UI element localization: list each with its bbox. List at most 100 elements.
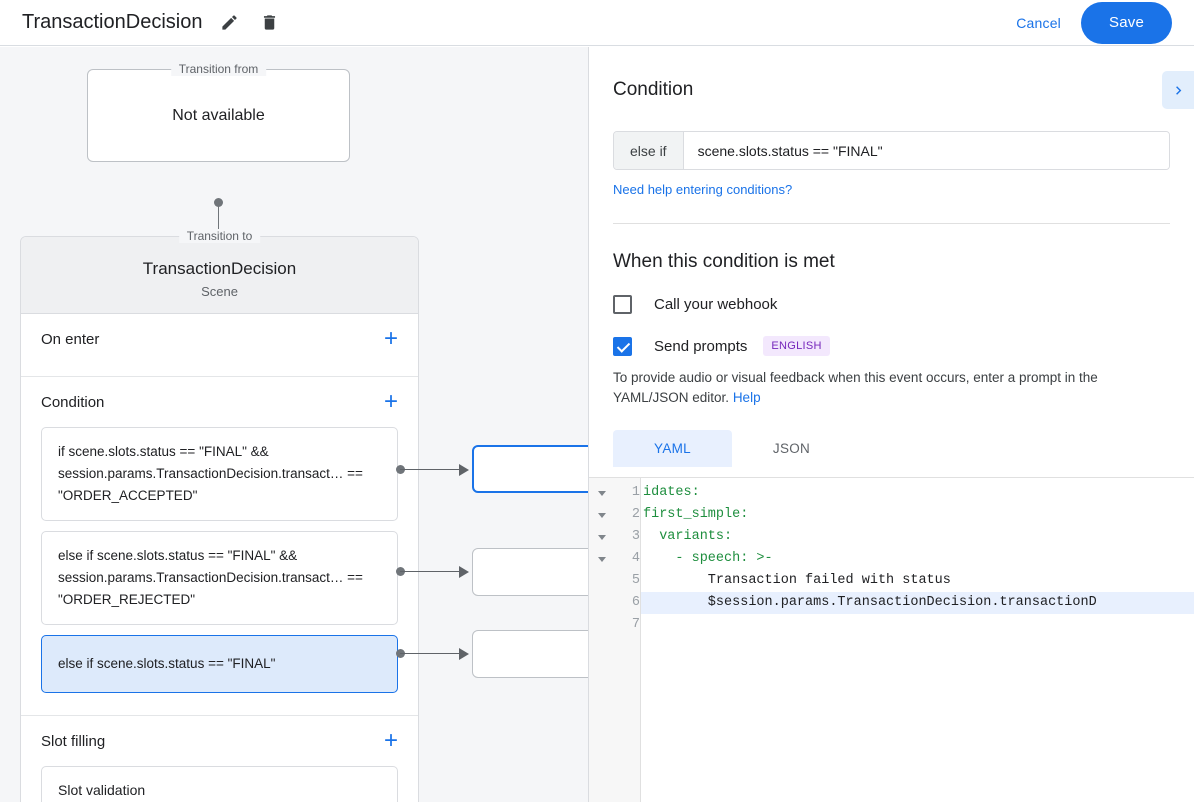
- condition-3-connector-line: [400, 653, 462, 654]
- prompts-help-link[interactable]: Help: [732, 390, 761, 405]
- prompts-description: To provide audio or visual feedback when…: [613, 368, 1170, 408]
- condition-1-target-box[interactable]: [472, 445, 588, 493]
- line-number: 6: [631, 595, 640, 610]
- send-prompts-row: Send prompts ENGLISH: [613, 336, 1170, 356]
- code-line: idates:: [641, 482, 1194, 504]
- condition-field[interactable]: else if: [613, 131, 1170, 170]
- webhook-row: Call your webhook: [613, 295, 1170, 314]
- slot-validation-item[interactable]: Slot validation: [41, 766, 398, 802]
- tab-yaml[interactable]: YAML: [613, 430, 732, 467]
- send-prompts-label: Send prompts: [654, 337, 748, 355]
- fold-toggle[interactable]: [589, 482, 615, 504]
- code-token-punct: :: [691, 485, 700, 500]
- code-editor[interactable]: 1 2 3 4 5 6 7 idates:first_simple: varia…: [589, 477, 1194, 802]
- condition-list-item[interactable]: if scene.slots.status == "FINAL" && sess…: [41, 427, 398, 521]
- chevron-down-icon: [598, 556, 606, 562]
- app-header: TransactionDecision Cancel Save: [0, 0, 1194, 46]
- chevron-right-icon[interactable]: [1162, 71, 1194, 109]
- line-number: 1: [631, 485, 640, 500]
- send-prompts-checkbox[interactable]: [613, 336, 632, 356]
- fold-gutter: [589, 478, 615, 802]
- code-token-punct: :: [724, 529, 733, 544]
- fold-spacer: [589, 592, 615, 614]
- code-token-text: $session.params.TransactionDecision.tran…: [643, 595, 1097, 610]
- section-slot-filling-head: Slot filling +: [21, 716, 418, 766]
- code-line: - speech: >-: [641, 548, 1194, 570]
- condition-list-item-selected[interactable]: else if scene.slots.status == "FINAL": [41, 635, 398, 693]
- condition-detail-panel: Condition else if Need help entering con…: [589, 47, 1194, 802]
- scene-card: Transition to TransactionDecision Scene …: [20, 229, 419, 802]
- prompts-description-text: To provide audio or visual feedback when…: [613, 370, 1098, 405]
- section-slot-filling: Slot filling + Slot validation: [21, 716, 418, 802]
- transition-to-legend: Transition to: [178, 229, 261, 243]
- call-webhook-checkbox[interactable]: [613, 295, 632, 314]
- cancel-button[interactable]: Cancel: [1004, 7, 1073, 39]
- pencil-icon[interactable]: [216, 10, 242, 36]
- section-slot-filling-title: Slot filling: [41, 732, 106, 750]
- code-line: first_simple:: [641, 504, 1194, 526]
- section-on-enter-head: On enter +: [21, 314, 418, 364]
- tab-json[interactable]: JSON: [772, 441, 811, 456]
- condition-1-connector-arrow: [459, 464, 469, 476]
- trash-icon[interactable]: [256, 10, 282, 36]
- condition-2-connector-arrow: [459, 566, 469, 578]
- fold-spacer: [589, 570, 615, 592]
- condition-help-link[interactable]: Need help entering conditions?: [613, 182, 793, 197]
- section-condition-head: Condition +: [21, 377, 418, 427]
- call-webhook-label: Call your webhook: [654, 296, 778, 313]
- when-condition-met-section: When this condition is met Call your web…: [589, 224, 1194, 467]
- scene-card-type: Scene: [201, 284, 238, 299]
- code-text-area[interactable]: idates:first_simple: variants: - speech:…: [641, 478, 1194, 802]
- when-condition-met-title: When this condition is met: [613, 251, 835, 272]
- add-condition-button[interactable]: +: [383, 388, 398, 415]
- condition-list-item[interactable]: else if scene.slots.status == "FINAL" &&…: [41, 531, 398, 625]
- condition-2-connector-line: [400, 571, 462, 572]
- section-condition: Condition + if scene.slots.status == "FI…: [21, 377, 418, 716]
- condition-prefix-label: else if: [614, 132, 684, 169]
- line-number-gutter: 1 2 3 4 5 6 7: [615, 478, 641, 802]
- chevron-down-icon: [598, 534, 606, 540]
- section-condition-title: Condition: [41, 393, 105, 411]
- trash-icon-svg: [263, 15, 275, 30]
- transition-from-connector-dot: [214, 198, 223, 207]
- line-number: 4: [631, 551, 640, 566]
- condition-input[interactable]: [683, 132, 1169, 169]
- code-token-key: variants: [643, 529, 725, 544]
- condition-3-connector-arrow: [459, 648, 469, 660]
- section-on-enter-title: On enter: [41, 330, 100, 348]
- pencil-icon-svg: [222, 15, 237, 30]
- code-token-key: first_simple: [643, 507, 741, 522]
- line-number: 2: [631, 507, 640, 522]
- panel-divider-vertical: [588, 47, 589, 802]
- scene-card-header[interactable]: Transition to TransactionDecision Scene: [21, 229, 418, 314]
- condition-3-target-box[interactable]: [472, 630, 588, 678]
- code-line: [641, 614, 1194, 636]
- line-number: 3: [631, 529, 640, 544]
- editor-format-tabs: YAML JSON: [613, 430, 1170, 467]
- code-line: Transaction failed with status: [641, 570, 1194, 592]
- code-token-punct: : >-: [740, 551, 773, 566]
- page-title: TransactionDecision: [22, 11, 203, 33]
- condition-2-target-box[interactable]: [472, 548, 588, 596]
- chevron-down-icon: [598, 512, 606, 518]
- line-number: 5: [631, 573, 640, 588]
- fold-toggle[interactable]: [589, 526, 615, 548]
- fold-toggle[interactable]: [589, 548, 615, 570]
- fold-toggle[interactable]: [589, 504, 615, 526]
- scene-card-name: TransactionDecision: [142, 259, 297, 278]
- add-slot-filling-button[interactable]: +: [383, 727, 398, 754]
- transition-from-legend: Transition from: [170, 62, 267, 76]
- add-on-enter-button[interactable]: +: [383, 325, 398, 352]
- section-on-enter: On enter +: [21, 314, 418, 377]
- language-badge: ENGLISH: [763, 336, 830, 356]
- condition-1-connector-line: [400, 469, 462, 470]
- code-token-key: - speech: [643, 551, 741, 566]
- transition-from-value: Not available: [172, 106, 265, 124]
- save-button[interactable]: Save: [1081, 1, 1172, 44]
- code-token-key: idates: [643, 485, 692, 500]
- scene-graph-canvas: Transition from Not available Transition…: [0, 47, 588, 802]
- transition-from-node[interactable]: Transition from Not available: [87, 62, 350, 162]
- line-number: 7: [631, 617, 640, 632]
- panel-title: Condition: [613, 79, 694, 100]
